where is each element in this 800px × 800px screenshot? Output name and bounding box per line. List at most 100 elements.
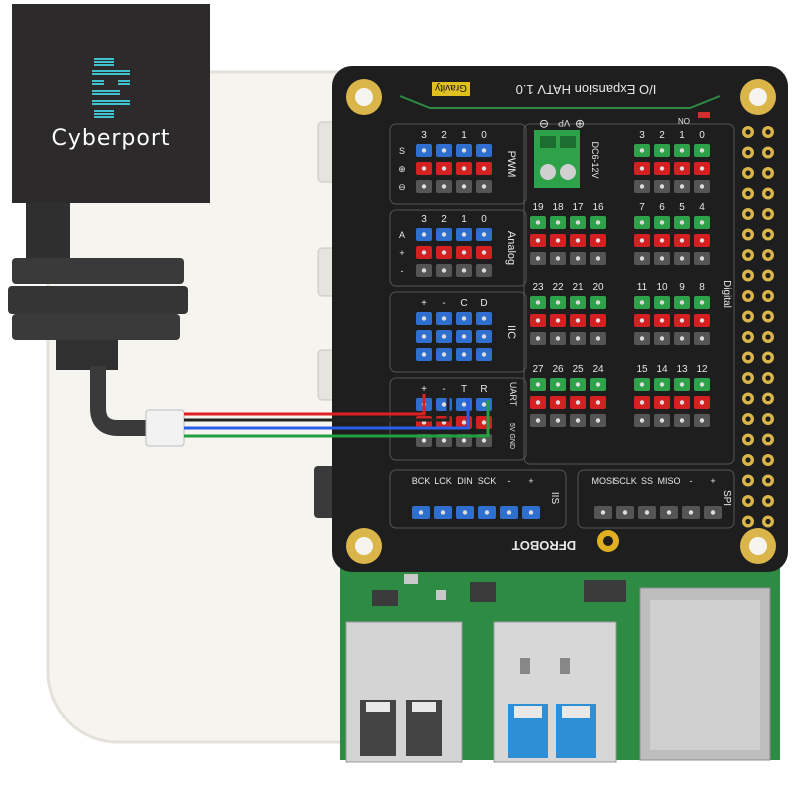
logo-bar bbox=[92, 70, 130, 72]
pin-hole bbox=[679, 166, 685, 171]
mount-hole bbox=[346, 79, 382, 115]
pin-label: - bbox=[442, 298, 445, 309]
analog-label: Analog bbox=[505, 231, 517, 265]
pin-hole bbox=[659, 184, 665, 189]
pin-hole bbox=[535, 318, 541, 323]
pin-hole bbox=[659, 238, 665, 243]
gpio-hole bbox=[745, 293, 751, 299]
pin-hole bbox=[441, 352, 447, 357]
pin-hole bbox=[481, 232, 487, 237]
gpio-hole bbox=[765, 498, 771, 504]
pin-hole bbox=[595, 238, 601, 243]
pin-hole bbox=[679, 382, 685, 387]
pin-hole bbox=[461, 184, 467, 189]
pin-hole bbox=[481, 402, 487, 407]
pin-label: + bbox=[528, 476, 533, 486]
pwm-label: PWM bbox=[505, 151, 517, 178]
pin-hole bbox=[595, 336, 601, 341]
logo-bar bbox=[92, 73, 130, 75]
pin-hole bbox=[535, 400, 541, 405]
pin-label: 5 bbox=[679, 202, 685, 213]
pin-hole bbox=[555, 256, 561, 261]
analog-frame bbox=[389, 209, 527, 287]
pin-hole bbox=[461, 316, 467, 321]
uart-sub-label: 5V GND bbox=[508, 423, 515, 449]
gpio-hole bbox=[745, 190, 751, 197]
gpio-hole bbox=[745, 518, 751, 525]
pin-hole bbox=[421, 352, 427, 357]
power-terminal bbox=[534, 130, 580, 188]
gpio-hole bbox=[745, 231, 751, 238]
pin-hole bbox=[659, 220, 665, 225]
pin-hole bbox=[441, 232, 447, 237]
iis-label: IIS bbox=[549, 492, 560, 505]
pin-hole bbox=[659, 418, 665, 423]
pin-hole bbox=[699, 318, 705, 323]
row-mark: - bbox=[401, 266, 404, 276]
pin-hole bbox=[575, 418, 581, 423]
pin-hole bbox=[421, 250, 427, 255]
pin-hole bbox=[418, 510, 424, 515]
pin-hole bbox=[595, 220, 601, 225]
hat-title: I/O Expansion HATV 1.0 bbox=[516, 82, 657, 97]
pin-hole bbox=[461, 334, 467, 339]
pin-hole bbox=[679, 184, 685, 189]
pin-label: 21 bbox=[572, 282, 584, 293]
pin-label: 11 bbox=[637, 282, 648, 293]
pin-hole bbox=[421, 316, 427, 321]
row-mark: + bbox=[399, 248, 404, 258]
title-underline bbox=[399, 95, 721, 109]
pin-hole bbox=[679, 300, 685, 305]
pin-label: 3 bbox=[421, 130, 427, 141]
gpio-hole bbox=[745, 252, 751, 258]
pin-label: SCLK bbox=[613, 476, 637, 486]
cyberport-logo-text: Cyberport bbox=[51, 126, 171, 151]
pin-label: 1 bbox=[461, 130, 467, 141]
pin-hole bbox=[699, 166, 705, 171]
pin-hole bbox=[535, 382, 541, 387]
gpio-hole bbox=[745, 211, 751, 217]
pin-hole bbox=[699, 220, 705, 225]
vp-label: VP bbox=[558, 118, 570, 128]
gpio-hole bbox=[745, 129, 751, 135]
pin-hole bbox=[666, 510, 672, 515]
pin-label: 25 bbox=[572, 364, 584, 375]
row-mark: ⊕ bbox=[398, 164, 406, 174]
pin-hole bbox=[441, 268, 447, 273]
pin-hole bbox=[622, 510, 628, 515]
logo-bar bbox=[118, 83, 130, 85]
pin-hole bbox=[699, 336, 705, 341]
pin-hole bbox=[659, 300, 665, 305]
spi-label: SPI bbox=[721, 490, 732, 506]
pi-chip bbox=[470, 582, 496, 602]
pin-hole bbox=[679, 256, 685, 261]
pin-hole bbox=[639, 400, 645, 405]
pin-label: - bbox=[690, 476, 693, 486]
pin-hole bbox=[699, 418, 705, 423]
gpio-hole bbox=[765, 477, 771, 484]
pin-hole bbox=[461, 420, 467, 425]
spi-frame bbox=[577, 469, 735, 529]
voltage-label: DC6-12V bbox=[590, 141, 600, 178]
pin-hole bbox=[699, 382, 705, 387]
pin-label: 4 bbox=[699, 202, 705, 213]
pin-hole bbox=[575, 220, 581, 225]
gpio-hole bbox=[765, 190, 771, 197]
pin-hole bbox=[481, 438, 487, 443]
pin-hole bbox=[699, 400, 705, 405]
gpio-header bbox=[742, 126, 774, 528]
uart-label: UART bbox=[508, 382, 518, 407]
pin-hole bbox=[575, 300, 581, 305]
logo-bar bbox=[94, 116, 114, 118]
power-plus-icon: ⊕ bbox=[575, 117, 585, 131]
gpio-hole bbox=[765, 170, 771, 176]
pin-hole bbox=[575, 256, 581, 261]
gpio-hole bbox=[765, 129, 771, 135]
pin-hole bbox=[639, 184, 645, 189]
pin-hole bbox=[639, 238, 645, 243]
pin-hole bbox=[535, 300, 541, 305]
pwm-frame bbox=[389, 123, 527, 205]
gpio-hole bbox=[765, 231, 771, 238]
